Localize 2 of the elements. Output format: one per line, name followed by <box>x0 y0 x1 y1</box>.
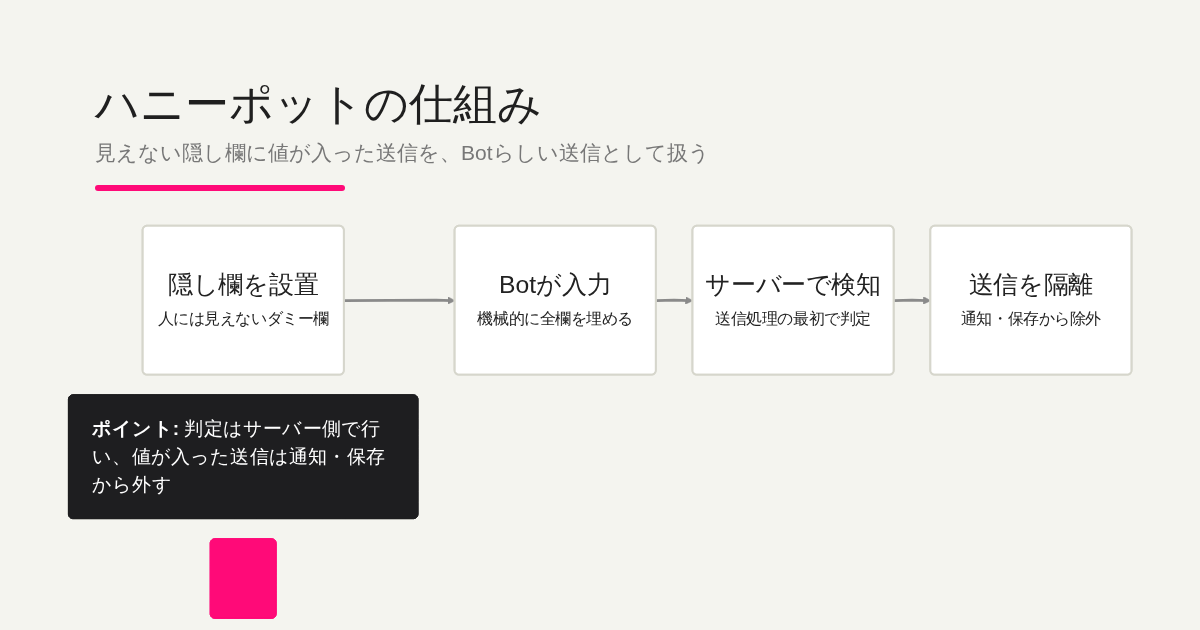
subtitle: 見えない隠し欄に値が入った送信を、Botらしい送信として扱う <box>95 139 710 166</box>
diagram-title: ハニーポットの仕組み <box>95 78 542 130</box>
